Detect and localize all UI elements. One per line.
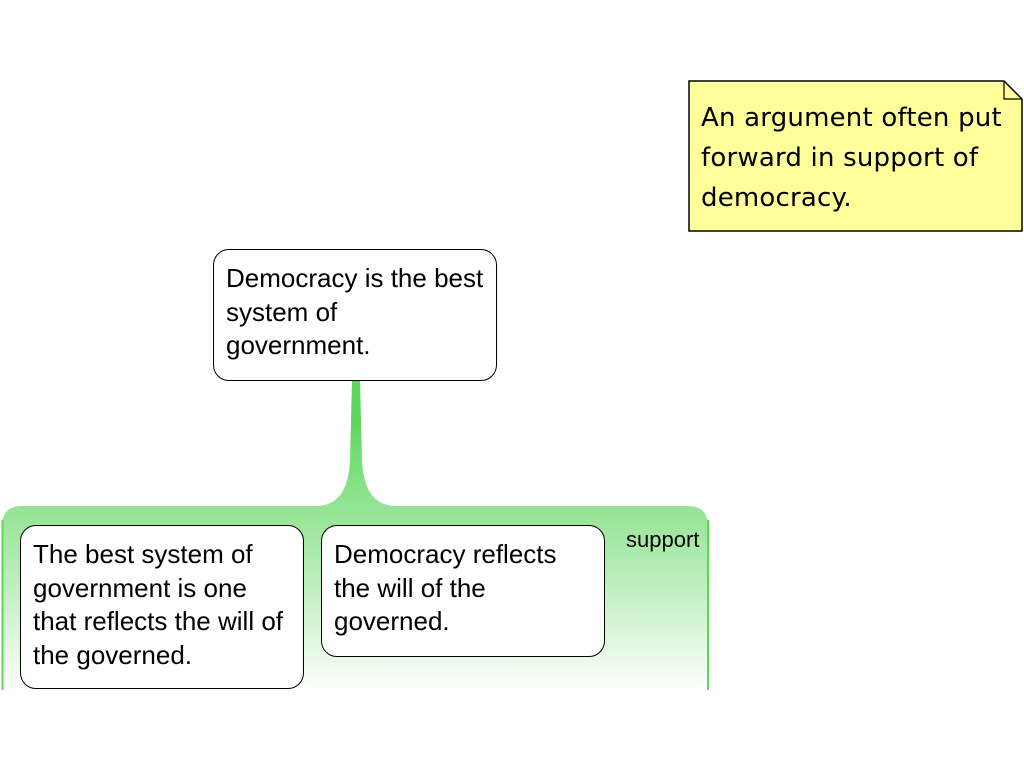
claim-box[interactable]: Democracy is the best system of governme… — [213, 249, 497, 381]
support-label: support — [626, 527, 700, 552]
premise-text-2: Democracy reflects the will of the gover… — [334, 539, 557, 636]
sticky-note[interactable]: An argument often put forward in support… — [688, 80, 1023, 232]
sticky-note-shape — [688, 80, 1023, 232]
sticky-note-text: An argument often put forward in support… — [701, 103, 1002, 213]
premise-box-1[interactable]: The best system of government is one tha… — [20, 525, 304, 689]
premise-text-1: The best system of government is one tha… — [33, 539, 283, 670]
claim-text: Democracy is the best system of governme… — [226, 263, 484, 360]
premise-box-2[interactable]: Democracy reflects the will of the gover… — [321, 525, 605, 657]
